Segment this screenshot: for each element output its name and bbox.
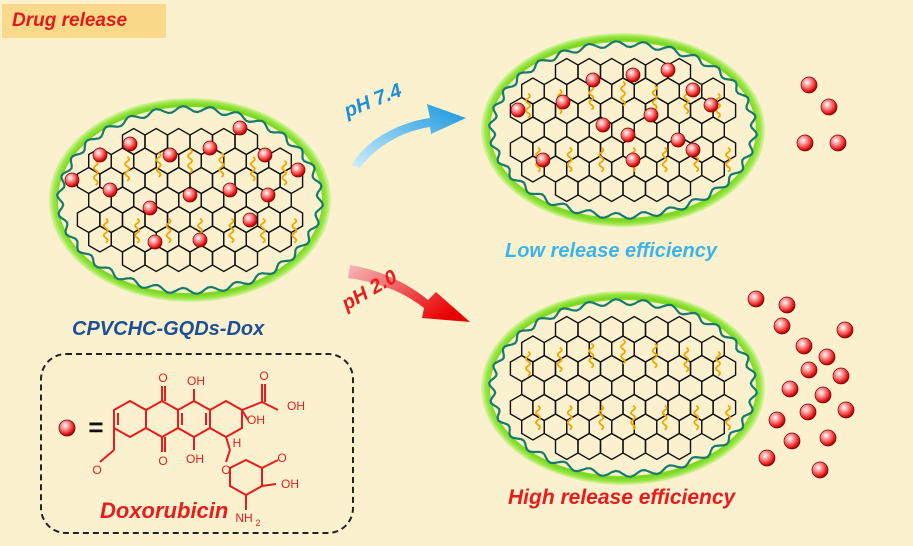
loaded-drug-12: [535, 152, 551, 168]
svg-text:O: O: [221, 463, 230, 477]
legend-equals: =: [88, 412, 103, 442]
linker-group: [525, 338, 731, 431]
loaded-drug-6: [257, 147, 273, 163]
loaded-drug-7: [595, 117, 611, 133]
arrow-ph-acidic: [348, 265, 470, 322]
released-drug-high-14: [819, 429, 837, 447]
svg-text:OH: OH: [187, 374, 205, 388]
svg-text:NH: NH: [235, 511, 252, 525]
legend-drug-ball: [58, 419, 76, 437]
loaded-drug-4: [202, 140, 218, 156]
carrier-name-label: CPVCHC-GQDs-Dox: [72, 318, 265, 340]
title-banner: Drug release: [2, 4, 166, 38]
released-drug-high-11: [799, 403, 817, 421]
linker-group: [92, 148, 298, 244]
released-drug-high-5: [818, 348, 836, 366]
loaded-drug-5: [232, 120, 248, 136]
nanocarrier-3: [481, 291, 765, 485]
svg-text:OH: OH: [247, 413, 265, 427]
loaded-drug-13: [625, 152, 641, 168]
released-drug-low-1: [820, 98, 838, 116]
arrow-ph-neutral: [352, 104, 466, 168]
polymer-chain: [488, 40, 758, 220]
carrier-core: [490, 300, 756, 476]
loaded-drug-8: [102, 182, 118, 198]
released-drug-high-6: [800, 361, 818, 379]
svg-text:O: O: [277, 451, 286, 465]
svg-text:OH: OH: [287, 399, 305, 413]
released-drug-high-4: [795, 337, 813, 355]
loaded-drug-11: [685, 142, 701, 158]
svg-text:OH: OH: [281, 477, 299, 491]
loaded-drug-12: [260, 187, 276, 203]
low-release-label: Low release efficiency: [505, 240, 717, 262]
loaded-drug-14: [192, 232, 208, 248]
loaded-drug-4: [660, 62, 676, 78]
loaded-drug-10: [670, 132, 686, 148]
drug-name-label: Doxorubicin: [100, 498, 229, 523]
released-drug-high-1: [778, 296, 796, 314]
doxorubicin-atom-labels: O OH O OH OH O OH O H O O OH NH 2: [92, 369, 305, 528]
released-drug-high-3: [836, 321, 854, 339]
released-drug-low-0: [800, 76, 818, 94]
loaded-drug-13: [147, 234, 163, 250]
loaded-drug-9: [643, 107, 659, 123]
released-drug-group: [747, 76, 855, 479]
released-drug-high-16: [811, 461, 829, 479]
polymer-chain: [56, 105, 324, 295]
loaded-drug-8: [620, 127, 636, 143]
loaded-drug-3: [625, 67, 641, 83]
released-drug-high-9: [814, 386, 832, 404]
released-drug-high-7: [832, 367, 850, 385]
nanocarrier-2: [481, 33, 765, 227]
released-drug-low-3: [829, 134, 847, 152]
released-drug-high-13: [783, 432, 801, 450]
legend-box: [40, 353, 354, 534]
carrier-group: [49, 33, 765, 485]
loaded-drug-9: [142, 200, 158, 216]
released-drug-high-0: [747, 290, 765, 308]
graphene-sheet: [509, 57, 737, 203]
polymer-chain: [488, 298, 758, 478]
released-drug-high-2: [773, 317, 791, 335]
loaded-drug-6: [703, 97, 719, 113]
loaded-drug-2: [585, 72, 601, 88]
svg-text:O: O: [259, 369, 268, 383]
svg-text:O: O: [158, 371, 167, 385]
loaded-drug-15: [242, 212, 258, 228]
loaded-drug-5: [685, 82, 701, 98]
svg-text:O: O: [158, 454, 167, 468]
released-drug-high-8: [781, 380, 799, 398]
loaded-drug-0: [510, 102, 526, 118]
released-drug-high-10: [837, 401, 855, 419]
loaded-drug-3: [162, 147, 178, 163]
loaded-drug-1: [555, 94, 571, 110]
loaded-drug-1: [92, 147, 108, 163]
svg-text:O: O: [92, 463, 101, 477]
loaded-drug-7: [290, 162, 306, 178]
loaded-drug-2: [122, 136, 138, 152]
released-drug-high-15: [758, 449, 776, 467]
loaded-drug-10: [182, 187, 198, 203]
released-drug-low-2: [796, 134, 814, 152]
svg-text:OH: OH: [186, 452, 204, 466]
released-drug-high-12: [768, 411, 786, 429]
title-text: Drug release: [12, 10, 128, 31]
svg-text:H: H: [233, 436, 242, 450]
high-release-label: High release efficiency: [508, 486, 736, 509]
graphene-sheet: [509, 315, 737, 461]
doxorubicin-structure: [99, 384, 279, 510]
nanocarrier-1: [49, 98, 331, 302]
loaded-drug-11: [222, 182, 238, 198]
loaded-drug-0: [64, 172, 80, 188]
svg-text:2: 2: [255, 518, 260, 528]
